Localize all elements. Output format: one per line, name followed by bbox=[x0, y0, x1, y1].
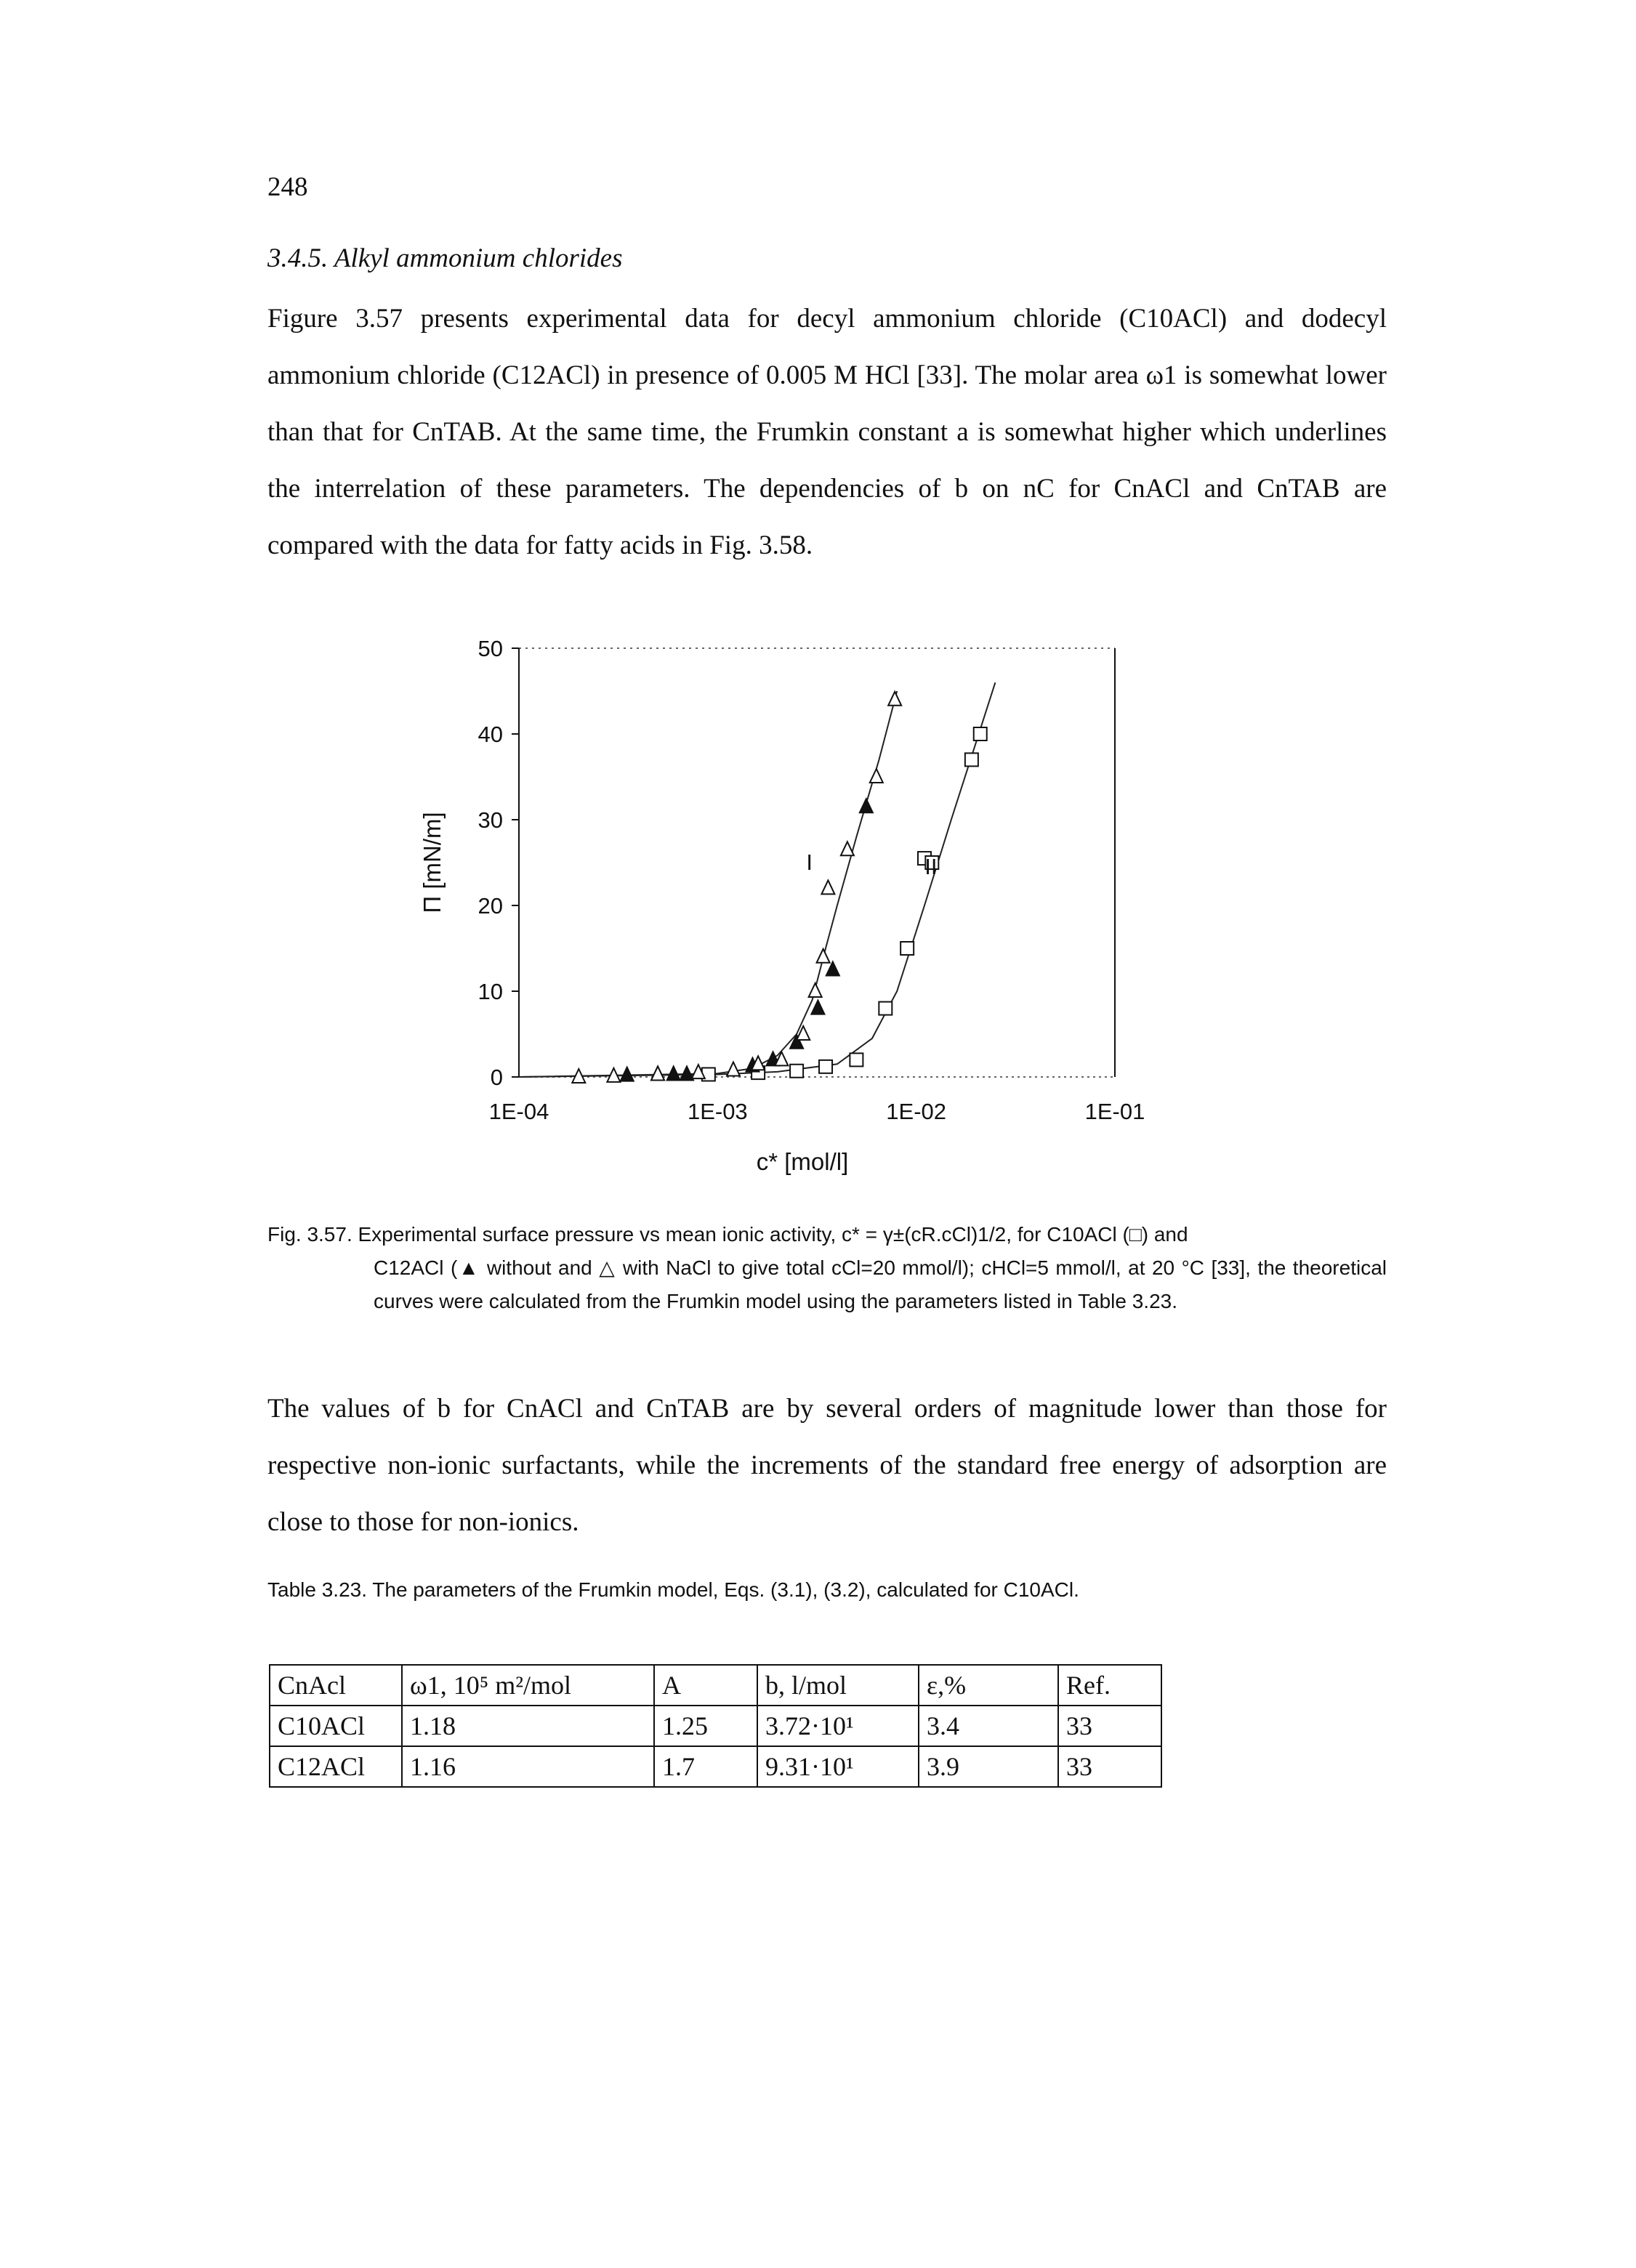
intro-paragraph: Figure 3.57 presents experimental data f… bbox=[267, 304, 1387, 560]
open-triangle-marker bbox=[887, 690, 903, 706]
second-paragraph: The values of b for CnACl and CnTAB are … bbox=[267, 1394, 1387, 1537]
x-tick-label: 1E-04 bbox=[489, 1099, 549, 1124]
figure-caption-line1: Fig. 3.57. Experimental surface pressure… bbox=[267, 1223, 1188, 1246]
square-marker bbox=[924, 855, 940, 870]
y-tick-label: 30 bbox=[478, 807, 503, 833]
y-tick-label: 20 bbox=[478, 893, 503, 919]
open-triangle-marker bbox=[750, 1054, 766, 1071]
surface-pressure-chart: 0 10 20 30 40 50 1E-04 1E-03 1E-02 1E-01 c* [mol/l… bbox=[419, 636, 1145, 1175]
square-marker bbox=[878, 1001, 893, 1016]
figure-3-57: 0 10 20 30 40 50 1E-04 1E-03 1E-02 1E-01 c* [mol/l… bbox=[392, 625, 1206, 1192]
filled-triangle-marker bbox=[858, 796, 874, 814]
open-triangle-marker bbox=[820, 879, 836, 895]
chart-curves bbox=[518, 682, 996, 1078]
open-triangle-marker bbox=[605, 1066, 621, 1083]
table-row: C12ACl 1.16 1.7 9.31·10¹ 3.9 33 bbox=[269, 1746, 1162, 1788]
y-tick-label: 40 bbox=[478, 722, 503, 747]
filled-triangle-marker bbox=[679, 1065, 695, 1081]
open-triangle-marker bbox=[773, 1050, 789, 1067]
y-tick-label: 0 bbox=[491, 1065, 503, 1090]
table-cell: 1.25 bbox=[653, 1705, 758, 1747]
table-cell: 3.4 bbox=[918, 1705, 1059, 1747]
header-cell: A bbox=[653, 1664, 758, 1706]
table-header-row: CnAcl ω1, 10⁵ m²/mol A b, l/mol ε,% Ref. bbox=[269, 1664, 1162, 1706]
theory-curve-1 bbox=[518, 682, 996, 1078]
square-marker bbox=[789, 1063, 805, 1078]
x-tick-label: 1E-01 bbox=[1085, 1099, 1145, 1124]
open-triangle-marker bbox=[690, 1062, 706, 1080]
table-cell: 1.7 bbox=[653, 1746, 758, 1788]
x-tick-label: 1E-02 bbox=[886, 1099, 946, 1124]
chart-points bbox=[571, 690, 988, 1083]
open-triangle-marker bbox=[839, 839, 855, 857]
open-triangle-marker bbox=[795, 1024, 811, 1041]
table-cell: 9.31·10¹ bbox=[757, 1746, 919, 1788]
open-triangle-marker bbox=[869, 767, 885, 783]
filled-triangle-marker bbox=[619, 1065, 635, 1082]
square-marker bbox=[964, 752, 979, 767]
table-cell: 3.72·10¹ bbox=[757, 1705, 919, 1747]
filled-triangle-marker bbox=[789, 1033, 805, 1049]
theory-curve-3 bbox=[518, 690, 898, 1078]
header-cell: ω1, 10⁵ m²/mol bbox=[401, 1664, 655, 1706]
open-triangle-marker bbox=[725, 1060, 741, 1077]
filled-triangle-marker bbox=[825, 960, 841, 977]
square-marker bbox=[900, 941, 915, 956]
table-row: C10ACl 1.18 1.25 3.72·10¹ 3.4 33 bbox=[269, 1705, 1162, 1747]
table-cell: 33 bbox=[1057, 1705, 1162, 1747]
filled-triangle-marker bbox=[810, 998, 826, 1015]
header-cell: CnAcl bbox=[269, 1664, 403, 1706]
open-triangle-marker bbox=[815, 947, 831, 964]
table-cell: 1.18 bbox=[401, 1705, 655, 1747]
header-cell: Ref. bbox=[1057, 1664, 1162, 1706]
square-marker bbox=[849, 1052, 864, 1068]
table-caption: Table 3.23. The parameters of the Frumki… bbox=[267, 1578, 1079, 1601]
open-triangle-marker bbox=[571, 1067, 587, 1083]
figure-caption: Fig. 3.57. Experimental surface pressure… bbox=[267, 1218, 1387, 1318]
section-heading: 3.4.5. Alkyl ammonium chlorides bbox=[267, 243, 623, 273]
chart-labels: 0 10 20 30 40 50 1E-04 1E-03 1E-02 1E-01 c* [mol/l… bbox=[419, 636, 1145, 1175]
open-triangle-marker bbox=[650, 1065, 666, 1081]
curve-label-II: II bbox=[924, 854, 937, 879]
filled-triangle-marker bbox=[666, 1065, 682, 1081]
table-cell: C10ACl bbox=[269, 1705, 403, 1747]
frumkin-parameters-table: CnAcl ω1, 10⁵ m²/mol A b, l/mol ε,% Ref.… bbox=[269, 1664, 1162, 1788]
curve-label-I: I bbox=[806, 850, 813, 875]
table-cell: 1.16 bbox=[401, 1746, 655, 1788]
y-tick-label: 50 bbox=[478, 636, 503, 661]
x-axis-title: c* [mol/l] bbox=[757, 1148, 849, 1175]
table-cell: C12ACl bbox=[269, 1746, 403, 1788]
y-axis-title: Π [mN/m] bbox=[419, 812, 446, 913]
table-cell: 3.9 bbox=[918, 1746, 1059, 1788]
header-cell: ε,% bbox=[918, 1664, 1059, 1706]
x-tick-label: 1E-03 bbox=[688, 1099, 748, 1124]
table-cell: 33 bbox=[1057, 1746, 1162, 1788]
page-number: 248 bbox=[267, 172, 308, 202]
open-triangle-marker bbox=[807, 981, 823, 998]
square-marker bbox=[818, 1059, 834, 1074]
y-tick-label: 10 bbox=[478, 979, 503, 1004]
header-cell: b, l/mol bbox=[757, 1664, 919, 1706]
figure-caption-line2: C12ACl (▲ without and △ with NaCl to giv… bbox=[374, 1256, 1387, 1312]
square-marker bbox=[972, 727, 988, 741]
